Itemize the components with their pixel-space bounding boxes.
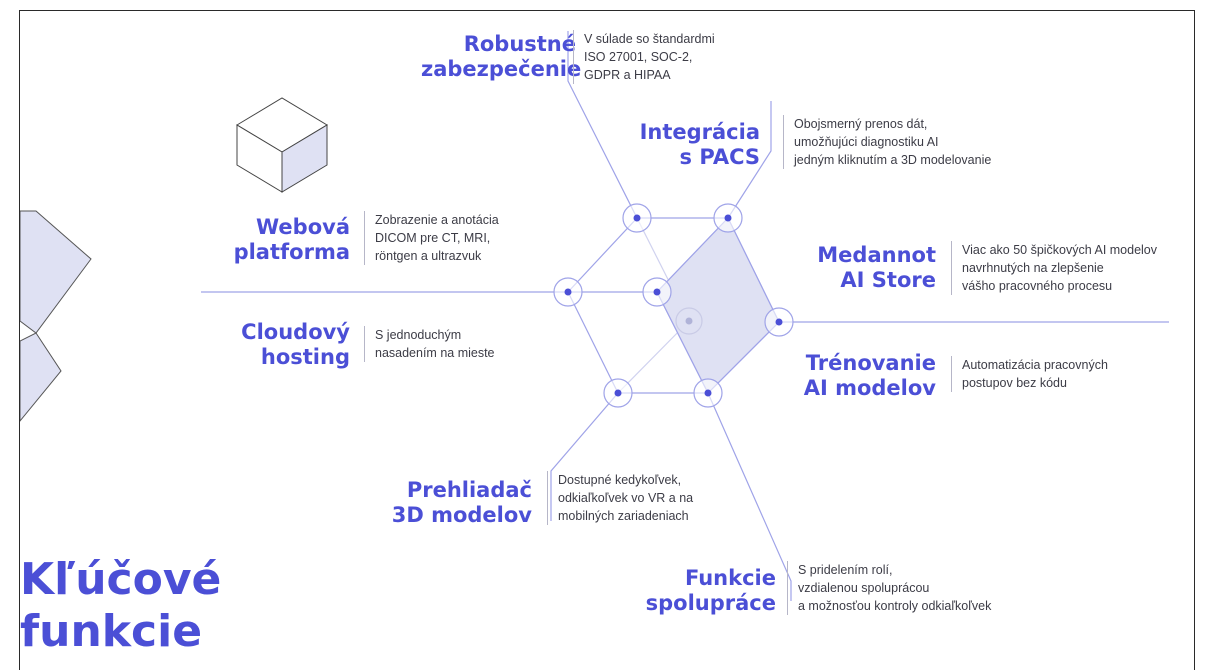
connector-pacs xyxy=(727,101,772,219)
connector-security xyxy=(567,31,638,219)
connector-viewer xyxy=(550,392,619,521)
decorative-cube xyxy=(236,97,328,193)
feature-desc-pacs: Obojsmerný prenos dát, umožňujúci diagno… xyxy=(783,115,991,169)
feature-title-store: Medannot AI Store xyxy=(817,243,936,292)
feature-diagram: Robustné zabezpečenie V súlade so štanda… xyxy=(19,10,1195,670)
feature-title-cloud: Cloudový hosting xyxy=(241,320,350,369)
feature-title-viewer: Prehliadač 3D modelov xyxy=(391,478,532,527)
feature-desc-training: Automatizácia pracovných postupov bez kó… xyxy=(951,356,1108,392)
feature-title-web: Webová platforma xyxy=(233,215,350,264)
feature-title-pacs: Integrácia s PACS xyxy=(639,120,760,169)
feature-desc-security: V súlade so štandardmi ISO 27001, SOC-2,… xyxy=(573,30,715,84)
page-title: Kľúčové funkcie xyxy=(20,554,222,657)
feature-desc-web: Zobrazenie a anotácia DICOM pre CT, MRI,… xyxy=(364,211,499,265)
feature-desc-cloud: S jednoduchým nasadením na mieste xyxy=(364,326,495,362)
feature-desc-viewer: Dostupné kedykoľvek, odkiaľkoľvek vo VR … xyxy=(547,471,693,525)
decorative-left-shapes xyxy=(20,210,92,422)
feature-title-collab: Funkcie spolupráce xyxy=(645,566,776,615)
connector-collab xyxy=(707,392,792,601)
shaded-face xyxy=(656,216,780,395)
hexagon-diagram xyxy=(20,31,1169,601)
feature-desc-store: Viac ako 50 špičkových AI modelov navrhn… xyxy=(951,241,1157,295)
feature-title-training: Trénovanie AI modelov xyxy=(803,351,936,400)
feature-desc-collab: S pridelením rolí, vzdialenou spolupráco… xyxy=(787,561,991,615)
feature-title-security: Robustné zabezpečenie xyxy=(421,32,582,81)
